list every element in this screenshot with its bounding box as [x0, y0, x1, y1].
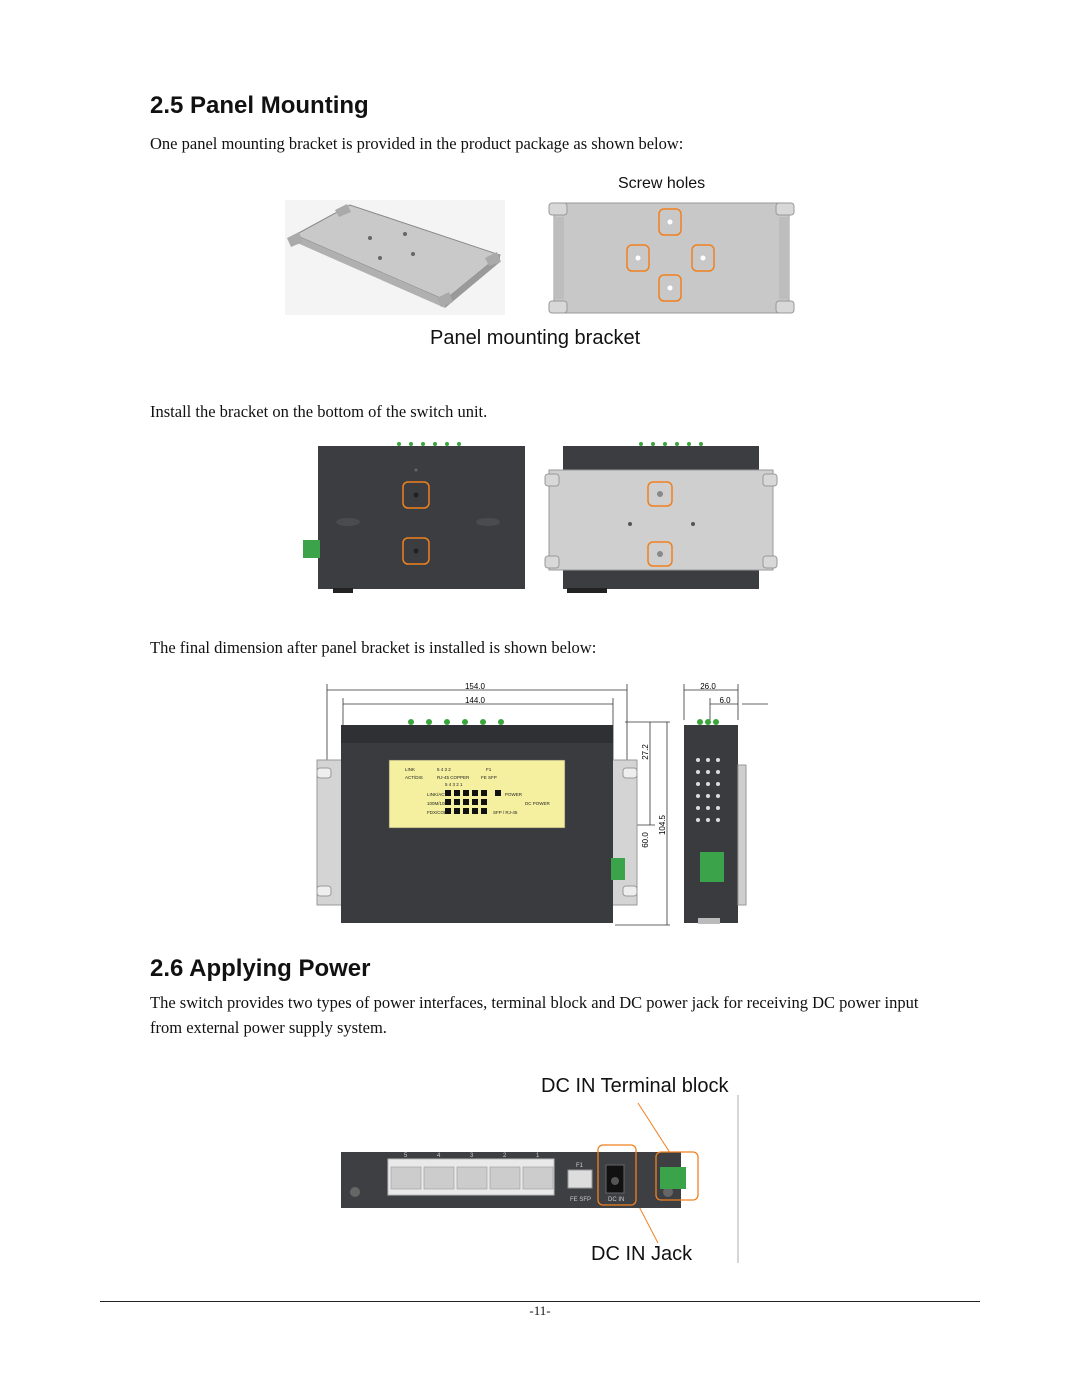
label-sfp-rj45: SFP / RJ-45: [493, 810, 518, 815]
label-link: LINK: [405, 767, 415, 772]
label-act: ACT/DIS: [405, 775, 423, 780]
final-dimension-text: The final dimension after panel bracket …: [150, 638, 597, 657]
bracket-top-view-image: [548, 202, 795, 314]
dc-in-terminal-block-label: DC IN Terminal block: [541, 1075, 729, 1097]
dim-144: 144.0: [465, 696, 486, 705]
section-heading-panel-mounting: 2.5 Panel Mounting: [150, 92, 369, 119]
label-fesfp: FE SFP: [481, 775, 497, 780]
port-label-4: 4: [437, 1153, 441, 1159]
applying-power-body: The switch provides two types of power i…: [150, 993, 919, 1037]
page-number: -11-: [529, 1303, 551, 1318]
dim-26: 26.0: [700, 682, 716, 691]
label-dc-power: DC POWER: [525, 801, 551, 806]
dim-154: 154.0: [465, 682, 486, 691]
switch-bottom-view-image: [303, 442, 525, 593]
label-port-nums: 5 4 3 2 1: [445, 782, 463, 787]
label-ports-top: 5 4 3 2: [437, 767, 451, 772]
footer-rule: [100, 1301, 980, 1302]
dim-60: 60.0: [641, 832, 650, 848]
label-fdx: FDX/COL: [427, 810, 447, 815]
switch-front-panel-image: 5 4 3 2 1 F1 FE SFP DC IN: [341, 1095, 739, 1263]
port-label-2: 2: [503, 1153, 507, 1159]
label-rj45: RJ-45 COPPER: [437, 775, 470, 780]
label-power: POWER: [505, 792, 523, 797]
dim-6: 6.0: [719, 696, 731, 705]
port-label-1: 1: [536, 1153, 540, 1159]
section-heading-applying-power: 2.6 Applying Power: [150, 955, 371, 982]
dc-in-label: DC IN: [608, 1197, 624, 1203]
dimension-drawing-side: 26.0 6.0: [683, 682, 768, 924]
label-speed: 100M/10M: [427, 801, 449, 806]
bracket-perspective-image: [285, 200, 505, 315]
switch-with-bracket-image: [544, 442, 778, 593]
screw-holes-label: Screw holes: [618, 175, 706, 192]
dimension-drawing-front: 154.0 144.0 27.2 60.0 104.5 LINK ACT/DIS…: [316, 682, 670, 926]
dim-27-2: 27.2: [641, 744, 650, 760]
dc-in-jack-label: DC IN Jack: [591, 1243, 693, 1265]
fe-sfp-label: FE SFP: [570, 1197, 591, 1203]
port-label-5: 5: [404, 1153, 408, 1159]
panel-mounting-bracket-caption: Panel mounting bracket: [430, 327, 641, 349]
label-link-act: LINK/ACT: [427, 792, 448, 797]
panel-mounting-intro: One panel mounting bracket is provided i…: [150, 134, 684, 153]
install-bracket-text: Install the bracket on the bottom of the…: [150, 402, 488, 421]
dim-104-5: 104.5: [658, 814, 667, 835]
f1-label: F1: [576, 1163, 584, 1169]
port-label-3: 3: [470, 1153, 474, 1159]
label-f1: F1: [486, 767, 492, 772]
